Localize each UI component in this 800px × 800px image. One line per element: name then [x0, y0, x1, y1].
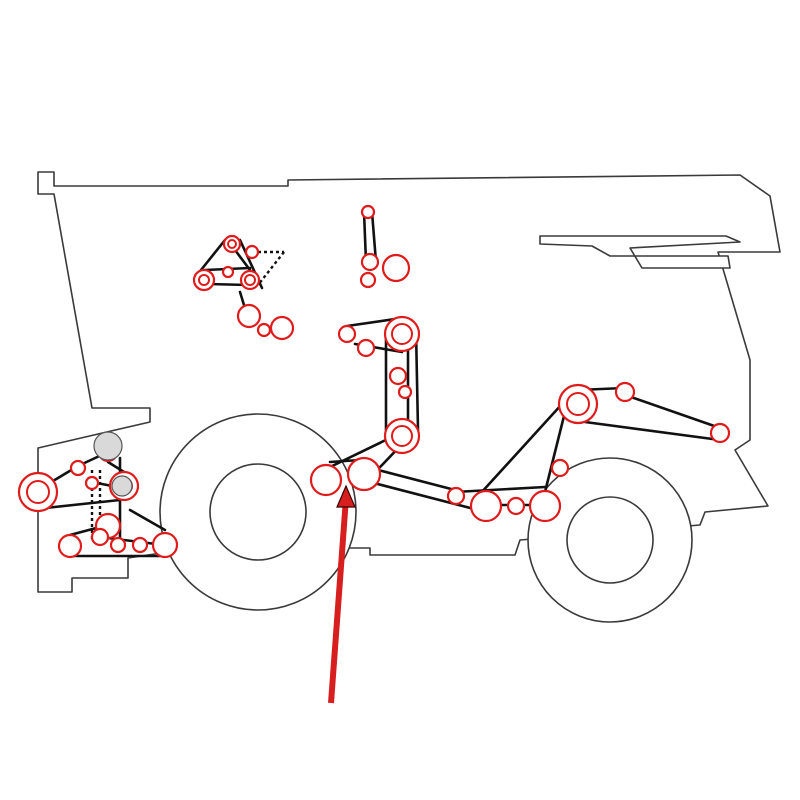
- pulley: [69, 459, 87, 477]
- belt: [368, 480, 480, 512]
- pulley: [360, 204, 376, 220]
- pulley: [397, 384, 413, 400]
- pulley-hub: [391, 323, 413, 345]
- pulley: [557, 383, 599, 425]
- pulley: [239, 269, 261, 291]
- pulley: [256, 322, 272, 338]
- gearbox-hub: [111, 475, 133, 497]
- belt: [106, 460, 126, 474]
- pulley: [383, 417, 421, 455]
- pulley: [244, 244, 260, 260]
- belt: [326, 436, 392, 470]
- pulley: [221, 265, 235, 279]
- grain-tank-spout: [539, 235, 741, 269]
- pulley: [383, 315, 421, 353]
- belt: [543, 410, 567, 494]
- pulley-hub: [26, 480, 50, 504]
- belt: [43, 498, 122, 510]
- rear-rim: [566, 496, 654, 584]
- belt: [370, 210, 378, 264]
- pulley: [84, 475, 100, 491]
- pulley-hub: [566, 392, 590, 416]
- pulley: [356, 338, 376, 358]
- pulley: [90, 527, 110, 547]
- pulley-hub: [198, 274, 210, 286]
- pulley: [346, 456, 382, 492]
- belt: [453, 485, 547, 494]
- pulley: [222, 234, 242, 254]
- pulley: [151, 531, 179, 559]
- pulley: [309, 463, 343, 497]
- belt: [233, 248, 252, 272]
- belt: [626, 394, 722, 430]
- belt: [583, 420, 722, 442]
- pulley: [388, 366, 408, 386]
- pulley: [528, 489, 562, 523]
- pulley: [131, 536, 149, 554]
- gearbox-hub: [93, 431, 123, 461]
- pulley: [192, 268, 216, 292]
- pulley-set: [17, 204, 731, 559]
- pulley: [360, 252, 380, 272]
- belt: [257, 251, 285, 286]
- pulley: [236, 303, 262, 329]
- belt: [68, 525, 102, 537]
- rear-wheel: [527, 457, 693, 623]
- belt: [128, 508, 167, 532]
- pulley: [709, 422, 731, 444]
- pulley: [469, 489, 503, 523]
- pulley: [17, 471, 59, 513]
- belt: [478, 402, 564, 496]
- pulley: [269, 315, 295, 341]
- pulley: [614, 381, 636, 403]
- belt: [414, 328, 420, 432]
- pulley: [337, 324, 357, 344]
- front-rim: [209, 463, 307, 561]
- front-wheel: [159, 413, 357, 611]
- arrow-shaft: [328, 497, 349, 704]
- pulley-hub: [391, 425, 413, 447]
- pulley: [446, 486, 466, 506]
- pulley: [381, 253, 411, 283]
- arrow-head: [336, 484, 356, 508]
- belt: [362, 210, 368, 264]
- pulley-hub: [227, 239, 237, 249]
- pulley: [57, 533, 83, 559]
- pointer-arrow: [328, 484, 356, 704]
- pulley: [550, 458, 570, 478]
- belt: [376, 468, 457, 492]
- pulley-hub: [244, 274, 256, 286]
- pulley: [506, 496, 526, 516]
- pulley: [359, 271, 377, 289]
- pulley: [109, 536, 127, 554]
